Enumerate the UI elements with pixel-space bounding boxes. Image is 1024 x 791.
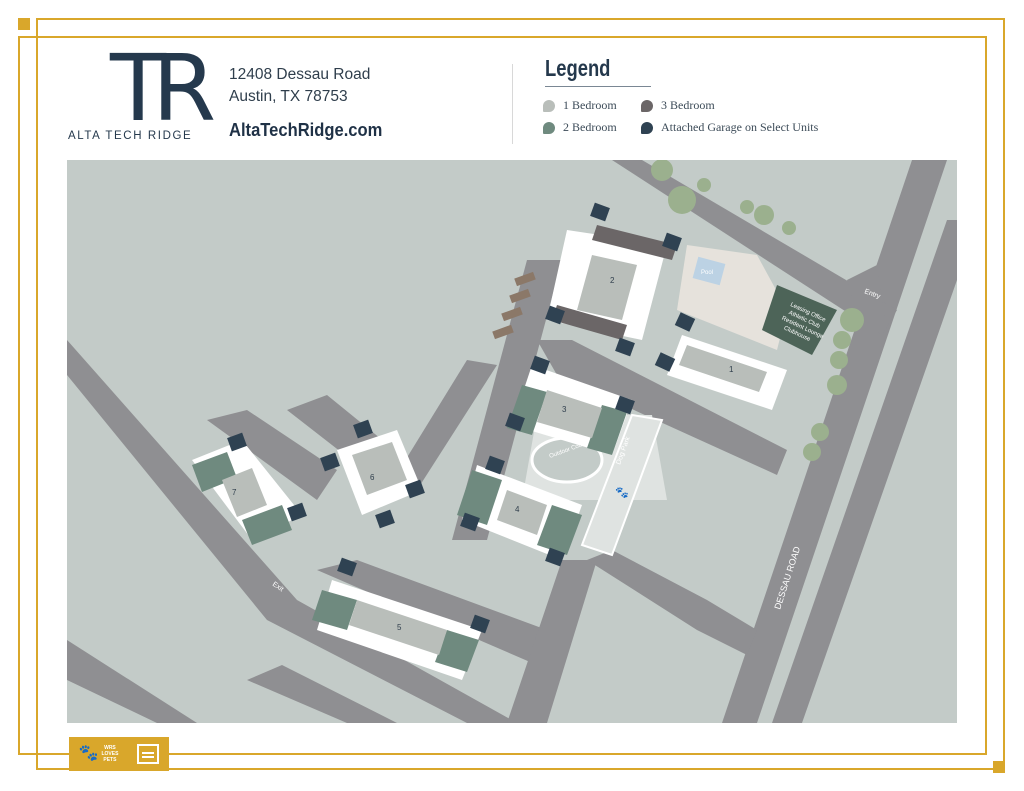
legend-item: Attached Garage on Select Units xyxy=(641,120,818,135)
road xyxy=(247,665,397,723)
frame-corner xyxy=(18,18,30,30)
legend-item: 3 Bedroom xyxy=(641,98,715,113)
trees xyxy=(651,160,864,461)
building: 7 xyxy=(192,432,307,545)
building: 1 xyxy=(654,312,787,410)
building-number: 1 xyxy=(729,365,734,374)
building-number: 3 xyxy=(562,405,567,414)
building-number: 2 xyxy=(610,276,615,285)
building: 5 xyxy=(312,557,490,680)
road xyxy=(317,560,547,665)
road xyxy=(387,360,497,490)
logo: TR ALTA TECH RIDGE xyxy=(66,35,216,154)
swatch-icon xyxy=(641,121,653,134)
legend-label: 2 Bedroom xyxy=(563,120,617,134)
swatch-icon xyxy=(641,99,653,112)
road xyxy=(722,160,947,723)
pool xyxy=(692,256,726,286)
pets-badge-text: WRS LOVES PETS xyxy=(101,745,118,763)
clubhouse xyxy=(762,285,837,355)
paw-icon: 🐾 xyxy=(615,487,629,499)
frame-border xyxy=(36,18,1005,770)
legend-item: 1 Bedroom xyxy=(543,98,617,113)
legend-label: 3 Bedroom xyxy=(661,98,715,112)
legend-item: 2 Bedroom xyxy=(543,120,617,135)
pets-badge: 🐾 WRS LOVES PETS xyxy=(79,745,119,763)
site-map: Outdoor Courtyard Space Dog Park 🐾 Pool … xyxy=(67,160,957,723)
divider xyxy=(512,64,513,144)
road xyxy=(207,410,337,500)
footer-badges: 🐾 WRS LOVES PETS xyxy=(69,737,169,771)
pets-line: PETS xyxy=(103,757,117,763)
building: 4 xyxy=(457,455,582,567)
building-number: 7 xyxy=(232,488,237,497)
paw-icon: 🐾 xyxy=(78,745,99,762)
building-number: 6 xyxy=(370,473,375,482)
divider xyxy=(545,86,651,87)
swatch-icon xyxy=(543,99,555,112)
address-line: Austin, TX 78753 xyxy=(229,88,348,105)
road xyxy=(67,640,197,723)
road xyxy=(507,560,597,723)
logo-wordmark: ALTA TECH RIDGE xyxy=(68,130,193,142)
building: 2 xyxy=(545,202,682,357)
road xyxy=(537,340,787,475)
legend-label: 1 Bedroom xyxy=(563,98,617,112)
pets-line: WRS xyxy=(104,745,116,751)
road xyxy=(847,265,887,335)
website-link[interactable]: AltaTechRidge.com xyxy=(229,120,383,140)
logo-monogram: TR xyxy=(110,35,216,142)
equal-housing-icon xyxy=(137,744,160,764)
swatch-icon xyxy=(543,121,555,134)
road xyxy=(772,220,957,723)
legend-label: Attached Garage on Select Units xyxy=(661,120,819,134)
frame-border xyxy=(18,36,987,755)
legend-title: Legend xyxy=(545,55,611,81)
building-number: 5 xyxy=(397,623,402,632)
road xyxy=(587,550,757,655)
map-label: Pool xyxy=(701,270,713,276)
frame-corner xyxy=(993,761,1005,773)
building: 3 xyxy=(505,355,635,455)
pets-line: LOVES xyxy=(101,751,119,757)
building-number: 4 xyxy=(515,505,520,514)
dog-park xyxy=(580,413,664,557)
building: 6 xyxy=(320,419,425,529)
carports xyxy=(492,271,536,340)
site-map-drawing: Outdoor Courtyard Space Dog Park 🐾 Pool … xyxy=(67,160,957,723)
address: 12408 Dessau Road Austin, TX 78753 xyxy=(229,64,370,108)
address-line: 12408 Dessau Road xyxy=(229,66,371,83)
